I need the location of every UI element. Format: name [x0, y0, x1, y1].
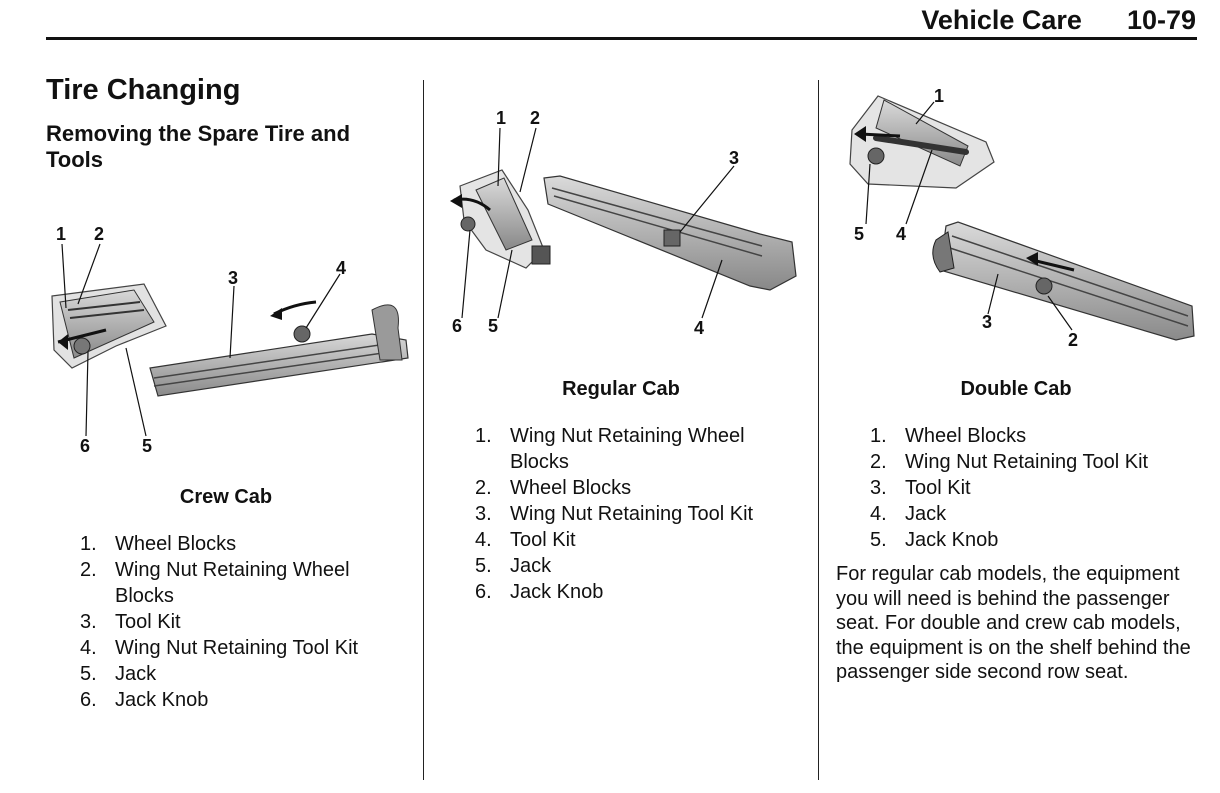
callout-2: 2 — [530, 108, 540, 128]
list-item: 2.Wing Nut Retaining Wheel Blocks — [80, 559, 350, 607]
section-heading: Tire Changing — [46, 74, 241, 106]
list-item: 1.Wing Nut Retaining Wheel Blocks — [475, 425, 745, 473]
page-number: 10-79 — [1126, 5, 1196, 35]
list-item: 4.Wing Nut Retaining Tool Kit — [80, 637, 359, 659]
callout-2: 2 — [94, 224, 104, 244]
list-item: 5.Jack — [80, 663, 157, 685]
regular-cab-caption: Regular Cab — [562, 378, 680, 400]
callout-6: 6 — [80, 436, 90, 456]
callout-5: 5 — [142, 436, 152, 456]
callout-2: 2 — [1068, 330, 1078, 350]
list-item: 1.Wheel Blocks — [870, 425, 1027, 447]
column-divider-1 — [423, 80, 424, 780]
callout-1: 1 — [496, 108, 506, 128]
list-item: 2.Wheel Blocks — [475, 477, 632, 499]
subsection-heading: Removing the Spare Tire and Tools — [46, 121, 351, 172]
callout-4: 4 — [336, 258, 346, 278]
callout-3: 3 — [982, 312, 992, 332]
list-item: 3.Tool Kit — [80, 611, 181, 633]
callout-5: 5 — [488, 316, 498, 336]
header-rule — [46, 37, 1197, 40]
regular-cab-parts-list: 1.Wing Nut Retaining Wheel Blocks 2.Whee… — [475, 423, 805, 605]
column-divider-2 — [818, 80, 819, 780]
double-cab-illustration: 1 2 3 4 5 — [849, 86, 1195, 350]
callout-4: 4 — [694, 318, 704, 338]
callout-1: 1 — [56, 224, 66, 244]
list-item: 2.Wing Nut Retaining Tool Kit — [870, 451, 1149, 473]
tool-kit-illustration-icon — [149, 304, 409, 397]
double-cab-parts-list: 1.Wheel Blocks 2.Wing Nut Retaining Tool… — [870, 423, 1200, 553]
jack-illustration-icon — [51, 283, 167, 369]
list-item: 4.Tool Kit — [475, 529, 576, 551]
jack-illustration-icon — [459, 169, 551, 269]
double-cab-caption: Double Cab — [960, 378, 1072, 400]
section-title: Vehicle Care — [921, 5, 1082, 35]
list-item: 5.Jack Knob — [870, 529, 999, 551]
list-item: 6.Jack Knob — [475, 581, 604, 603]
tool-kit-illustration-icon — [543, 175, 797, 291]
jack-illustration-icon — [849, 95, 995, 189]
regular-cab-illustration: 1 2 3 4 5 6 — [450, 108, 797, 338]
callout-4: 4 — [896, 224, 906, 244]
crew-cab-parts-list: 1.Wheel Blocks 2.Wing Nut Retaining Whee… — [80, 531, 410, 713]
equipment-location-note: For regular cab models, the equipment yo… — [836, 563, 1191, 683]
running-header: Vehicle Care 10-79 — [921, 5, 1196, 36]
list-item: 3.Wing Nut Retaining Tool Kit — [475, 503, 754, 525]
list-item: 3.Tool Kit — [870, 477, 971, 499]
callout-5: 5 — [854, 224, 864, 244]
crew-cab-illustration: 1 2 3 4 5 6 — [51, 224, 409, 456]
callout-1: 1 — [934, 86, 944, 106]
callout-3: 3 — [729, 148, 739, 168]
list-item: 5.Jack — [475, 555, 552, 577]
callout-3: 3 — [228, 268, 238, 288]
rotation-arrow-icon — [859, 132, 901, 138]
list-item: 1.Wheel Blocks — [80, 533, 237, 555]
rotation-arrow-icon — [1031, 258, 1075, 272]
list-item: 4.Jack — [870, 503, 947, 525]
tool-kit-illustration-icon — [932, 221, 1195, 341]
list-item: 6.Jack Knob — [80, 689, 209, 711]
crew-cab-caption: Crew Cab — [179, 486, 273, 508]
callout-6: 6 — [452, 316, 462, 336]
